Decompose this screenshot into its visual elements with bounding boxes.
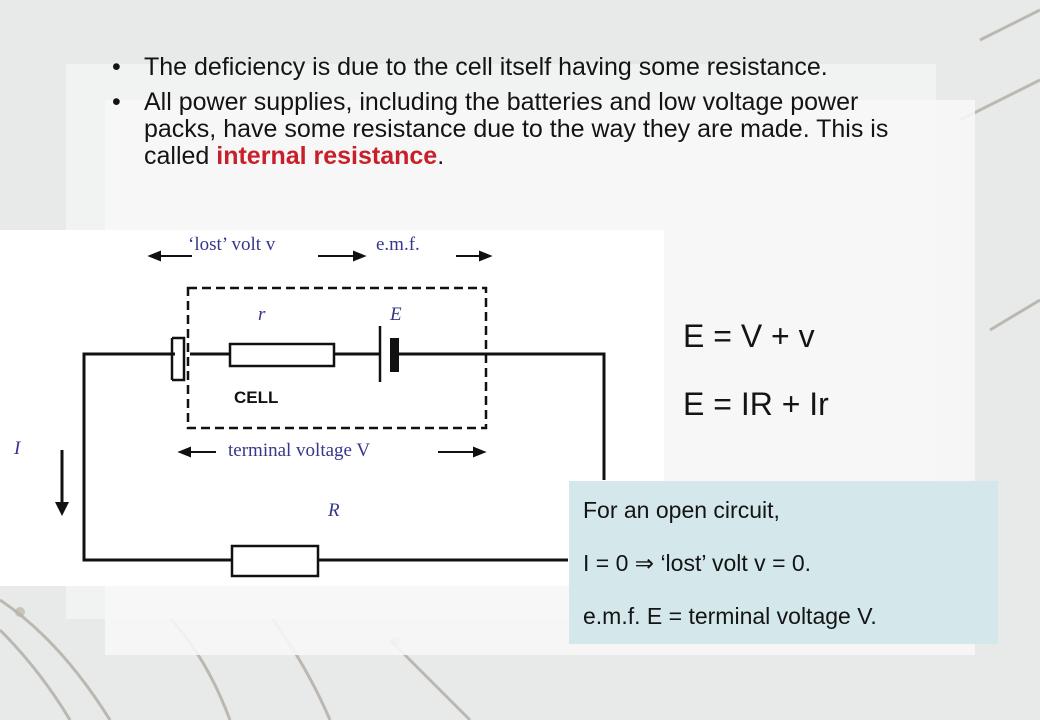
cell-short-plate	[390, 338, 399, 372]
circuit-drawing	[55, 250, 606, 578]
terminal-bracket	[170, 336, 186, 382]
internal-resistor	[228, 342, 336, 368]
internal-resistance-term: internal resistance	[216, 142, 438, 170]
circuit-diagram: ‘lost’ volt v e.m.f. r E CELL I terminal…	[0, 230, 664, 586]
current-label: I	[14, 438, 21, 459]
bullet-item: • All power supplies, including the batt…	[104, 89, 934, 170]
bullet-text-end: .	[437, 142, 445, 170]
external-resistor	[230, 544, 320, 578]
bullet-text: The deficiency is due to the cell itself…	[144, 53, 828, 81]
bullet-list: • The deficiency is due to the cell itse…	[104, 54, 934, 178]
emf-symbol-label: E	[390, 304, 402, 325]
cell-label: CELL	[234, 388, 279, 407]
lost-volt-label: ‘lost’ volt v	[188, 234, 276, 255]
note-line-2: I = 0 ⇒ ‘lost’ volt v = 0.	[583, 550, 812, 576]
current-arrow	[55, 450, 69, 516]
emf-arrow	[456, 250, 493, 262]
lost-volt-arrow	[147, 250, 367, 262]
internal-resistance-label: r	[258, 304, 266, 325]
external-resistance-label: R	[328, 500, 340, 521]
bullet-item: • The deficiency is due to the cell itse…	[104, 54, 934, 81]
equation-emf-current: E = IR + Ir	[683, 386, 829, 422]
terminal-voltage-arrow	[177, 446, 487, 458]
note-line-1: For an open circuit,	[583, 497, 780, 523]
note-line-3: e.m.f. E = terminal voltage V.	[583, 603, 877, 629]
open-circuit-note: For an open circuit, I = 0 ⇒ ‘lost’ volt…	[569, 481, 998, 644]
bullet-icon: •	[112, 53, 121, 81]
terminal-voltage-label: terminal voltage V	[228, 440, 371, 461]
bullet-icon: •	[112, 88, 121, 116]
equation-emf-sum: E = V + v	[683, 318, 815, 354]
emf-label: e.m.f.	[376, 234, 420, 255]
bullet-text: All power supplies, including the batter…	[144, 88, 889, 170]
cell-boundary	[186, 286, 488, 430]
